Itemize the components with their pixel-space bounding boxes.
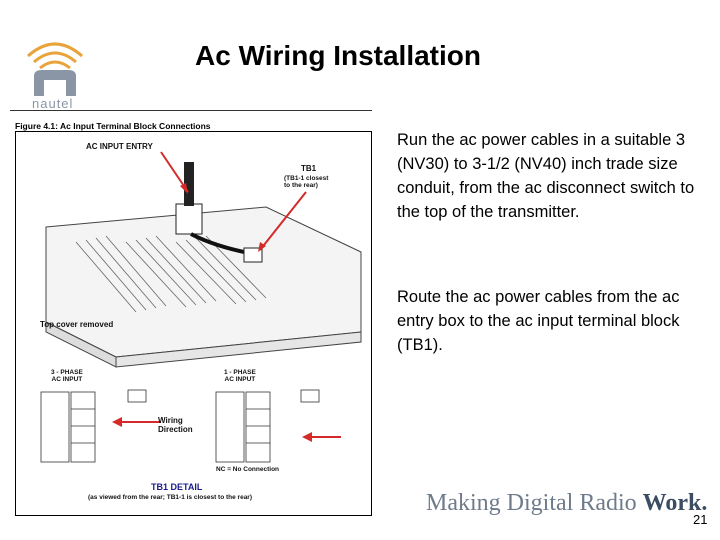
figure-caption: Figure 4.1: Ac Input Terminal Block Conn…	[15, 121, 211, 131]
label-detail-title: TB1 DETAIL	[151, 482, 203, 492]
label-tb1-note: (TB1-1 closest to the rear)	[284, 175, 329, 190]
instruction-paragraph-2: Route the ac power cables from the ac en…	[397, 288, 680, 354]
title-divider	[10, 110, 372, 111]
tagline-bold: Work.	[642, 490, 708, 516]
instruction-paragraph-1: Run the ac power cables in a suitable 3 …	[397, 131, 695, 221]
label-top-cover-removed: Top cover removed	[40, 320, 114, 329]
label-nc-legend: NC = No Connection	[216, 466, 280, 473]
wiring-figure: AC INPUT ENTRY TB1 (TB1-1 closest to the…	[15, 131, 372, 516]
tagline-prefix: Making Digital Radio	[426, 490, 643, 516]
nautel-logo: nautel	[20, 34, 90, 112]
label-three-phase: 3 - PHASE AC INPUT	[51, 369, 83, 384]
label-detail-note: (as viewed from the rear; TB1-1 is close…	[88, 494, 252, 501]
label-tb1: TB1	[301, 164, 317, 173]
wiring-illustration	[40, 151, 362, 463]
page-number: 21	[693, 512, 708, 527]
tagline: Making Digital Radio Work.	[426, 490, 707, 517]
logo-wordmark: nautel	[32, 96, 74, 111]
label-wiring-direction: Wiring Direction	[158, 416, 193, 435]
slide-title: Ac Wiring Installation	[195, 40, 481, 71]
label-one-phase: 1 - PHASE AC INPUT	[224, 369, 256, 384]
label-ac-input-entry: AC INPUT ENTRY	[86, 142, 153, 151]
